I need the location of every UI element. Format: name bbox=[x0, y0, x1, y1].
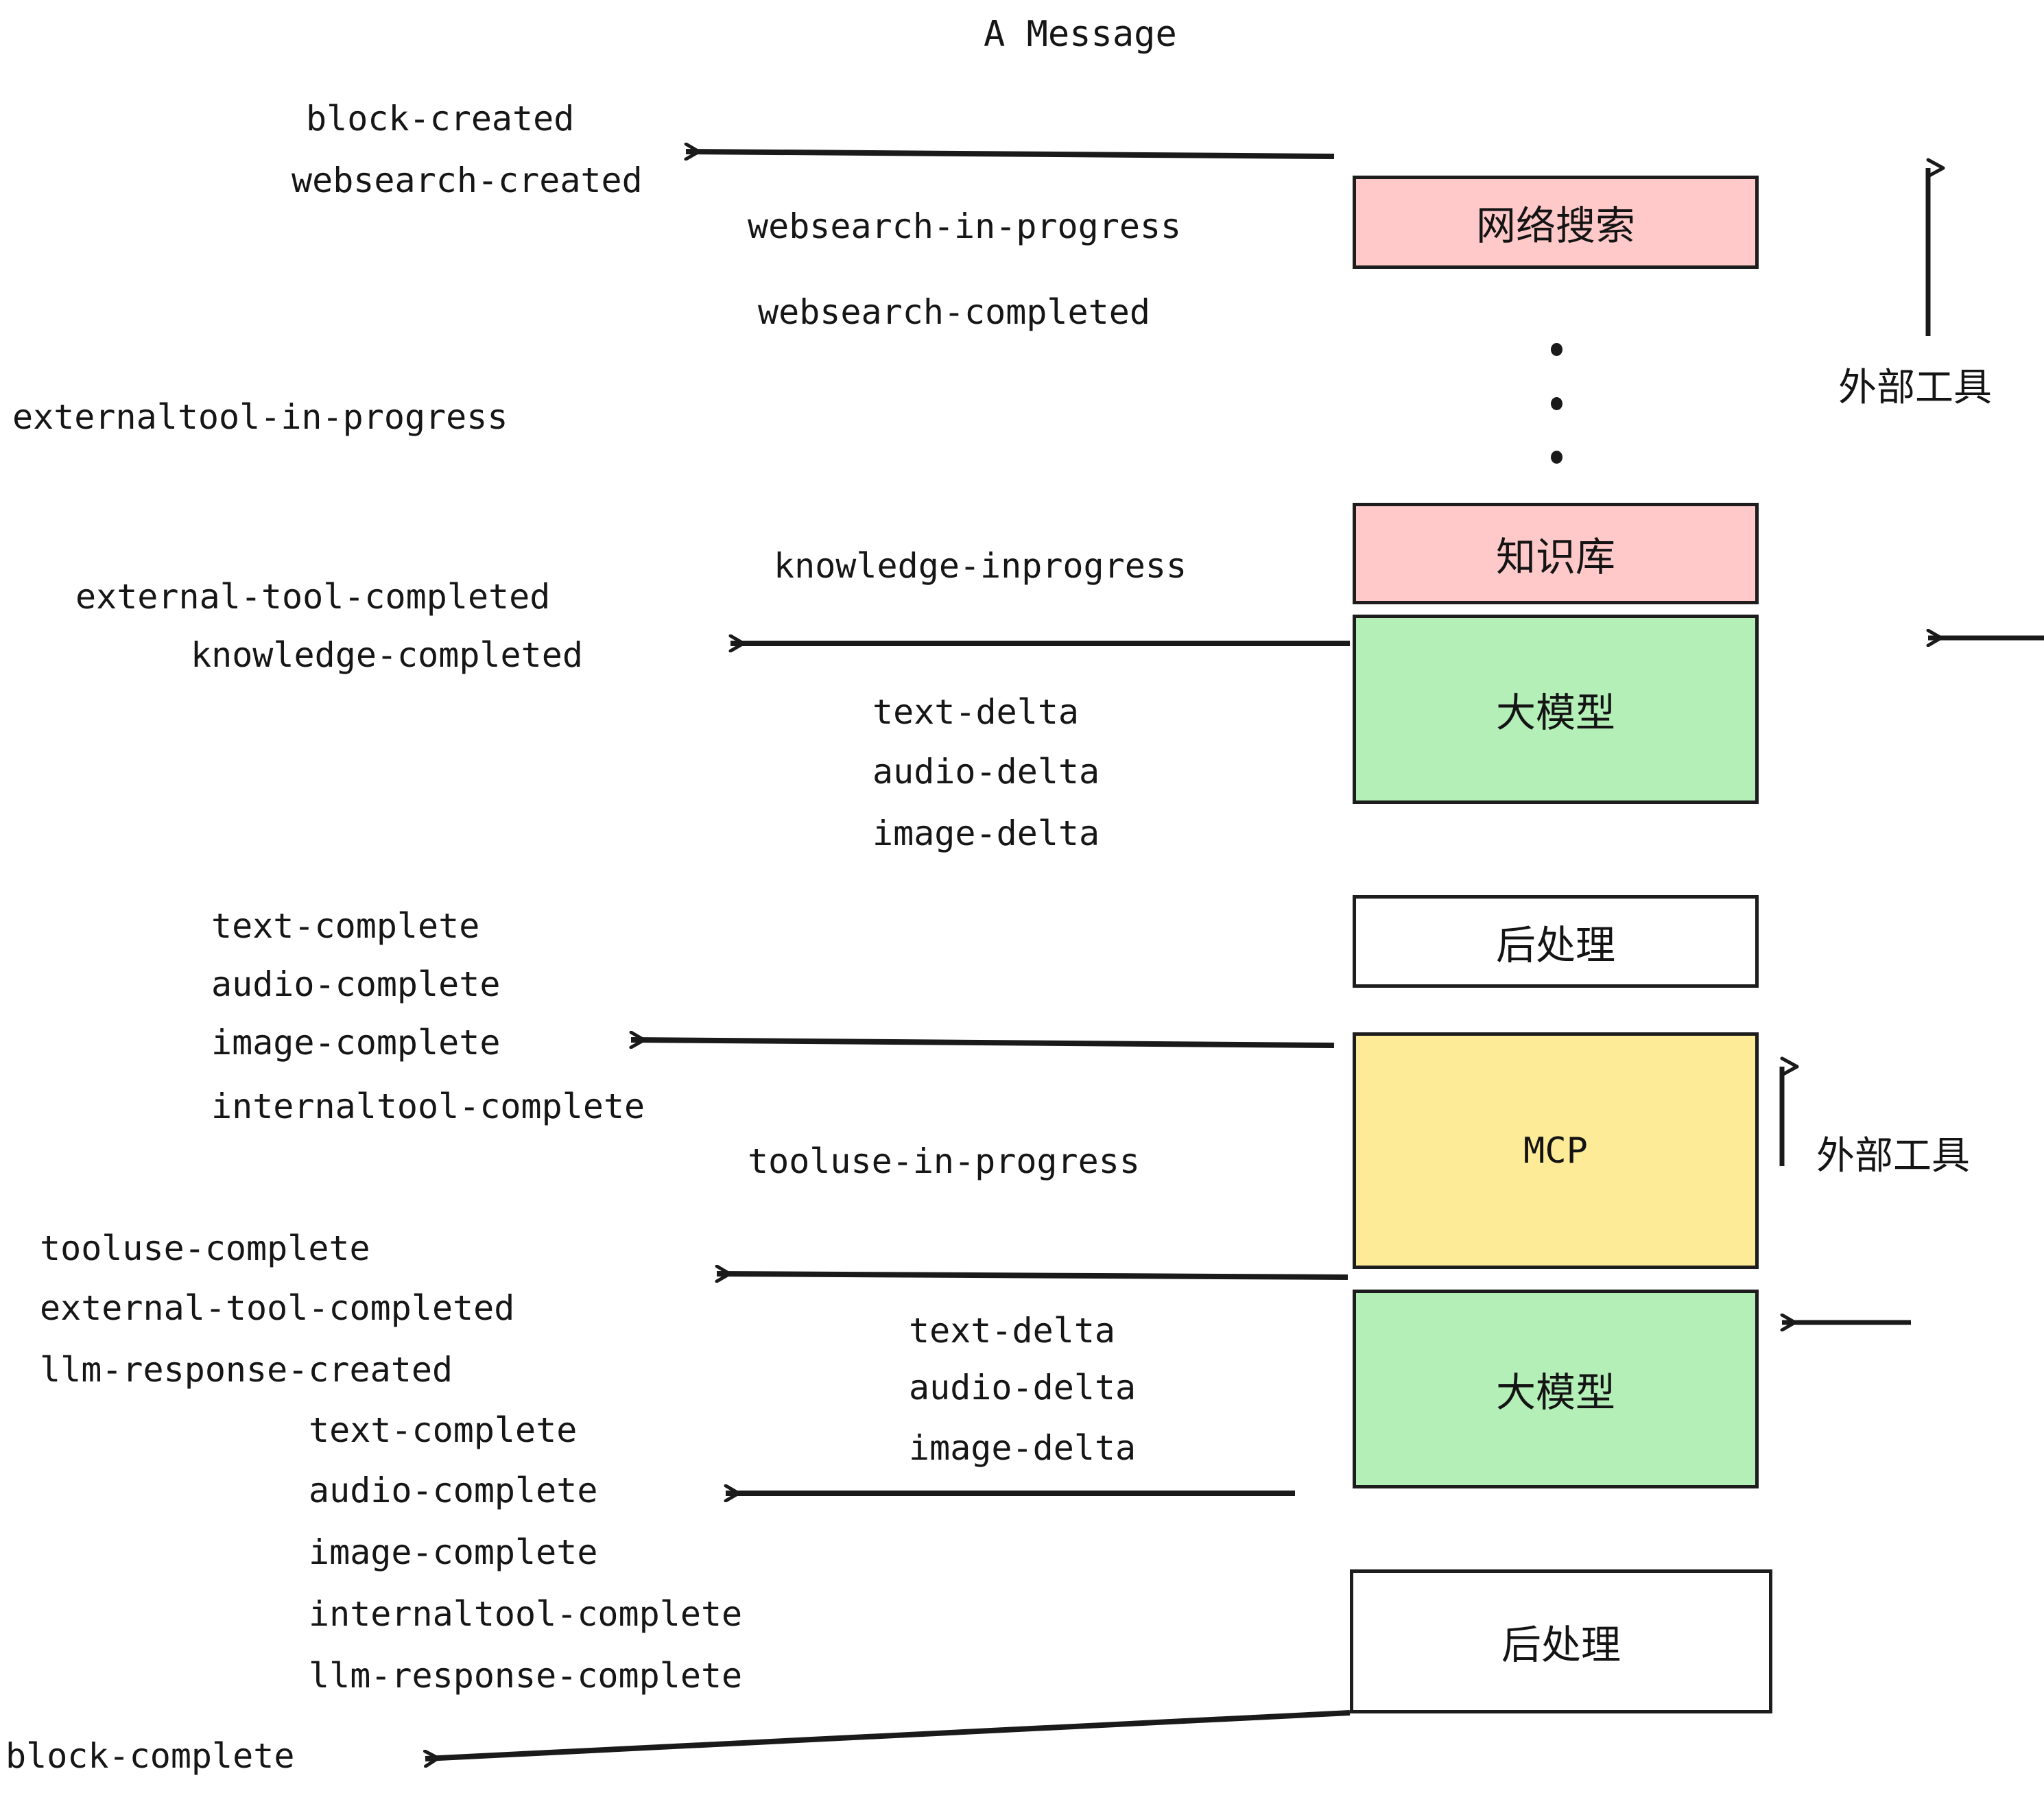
event-tooluse-in-progress: tooluse-in-progress bbox=[748, 1141, 1140, 1181]
event-image-delta-1: image-delta bbox=[872, 814, 1100, 853]
node-postprocess-first[interactable]: 后处理 bbox=[1353, 895, 1759, 988]
event-audio-delta-1: audio-delta bbox=[872, 752, 1100, 792]
node-label: 后处理 bbox=[1501, 1622, 1621, 1668]
event-image-complete-2: image-complete bbox=[309, 1532, 598, 1572]
event-block-created: block-created bbox=[306, 99, 575, 139]
event-block-complete: block-complete bbox=[5, 1736, 295, 1776]
page-title: A Message bbox=[984, 14, 1177, 55]
event-audio-complete-1: audio-complete bbox=[211, 964, 501, 1004]
node-llm-first[interactable]: 大模型 bbox=[1353, 615, 1759, 804]
event-tooluse-complete: tooluse-complete bbox=[40, 1229, 370, 1268]
event-knowledge-completed: knowledge-completed bbox=[191, 635, 583, 675]
event-internaltool-complete-2: internaltool-complete bbox=[309, 1594, 743, 1634]
node-postprocess-second[interactable]: 后处理 bbox=[1350, 1569, 1772, 1713]
side-label-external-tool-bottom: 外部工具 bbox=[1816, 1134, 1970, 1178]
node-label: 后处理 bbox=[1495, 921, 1615, 969]
event-audio-complete-2: audio-complete bbox=[309, 1471, 598, 1510]
event-external-tool-completed-2: external-tool-completed bbox=[40, 1288, 515, 1328]
event-text-complete-1: text-complete bbox=[211, 906, 480, 946]
event-llm-response-complete: llm-response-complete bbox=[309, 1656, 743, 1696]
node-label: 大模型 bbox=[1495, 689, 1615, 736]
node-label: 网络搜索 bbox=[1475, 202, 1635, 249]
arrow-websearch-to-block-created bbox=[686, 152, 1335, 156]
arrow-postprocess-to-image-complete bbox=[631, 1040, 1335, 1045]
node-label: 大模型 bbox=[1495, 1369, 1615, 1416]
event-text-complete-2: text-complete bbox=[309, 1410, 578, 1450]
event-image-complete-1: image-complete bbox=[211, 1023, 501, 1063]
side-label-external-tool-top: 外部工具 bbox=[1838, 366, 1992, 410]
event-external-tool-completed-1: external-tool-completed bbox=[75, 577, 551, 617]
bracket-external-tool-bottom bbox=[1779, 1056, 1911, 1322]
event-text-delta-2: text-delta bbox=[909, 1311, 1116, 1351]
event-audio-delta-2: audio-delta bbox=[909, 1368, 1137, 1408]
node-mcp[interactable]: MCP bbox=[1353, 1032, 1759, 1269]
event-externaltool-in-progress: externaltool-in-progress bbox=[12, 397, 508, 437]
arrow-postprocess-to-block-complete bbox=[425, 1710, 1351, 1759]
event-internaltool-complete-1: internaltool-complete bbox=[211, 1087, 645, 1126]
event-text-delta-1: text-delta bbox=[872, 692, 1080, 732]
node-llm-second[interactable]: 大模型 bbox=[1353, 1290, 1759, 1488]
event-websearch-created: websearch-created bbox=[292, 161, 643, 200]
event-knowledge-inprogress: knowledge-inprogress bbox=[774, 546, 1187, 586]
event-llm-response-created: llm-response-created bbox=[40, 1350, 453, 1390]
node-label: MCP bbox=[1523, 1130, 1588, 1172]
event-websearch-in-progress: websearch-in-progress bbox=[748, 206, 1182, 246]
ellipsis-icon bbox=[1549, 343, 1563, 464]
event-image-delta-2: image-delta bbox=[909, 1428, 1137, 1468]
event-websearch-completed: websearch-completed bbox=[758, 292, 1150, 332]
node-web-search[interactable]: 网络搜索 bbox=[1353, 176, 1759, 269]
node-label: 知识库 bbox=[1495, 534, 1615, 580]
node-knowledge-base[interactable]: 知识库 bbox=[1353, 503, 1759, 604]
arrow-mcp-to-tooluse-complete bbox=[717, 1274, 1348, 1277]
